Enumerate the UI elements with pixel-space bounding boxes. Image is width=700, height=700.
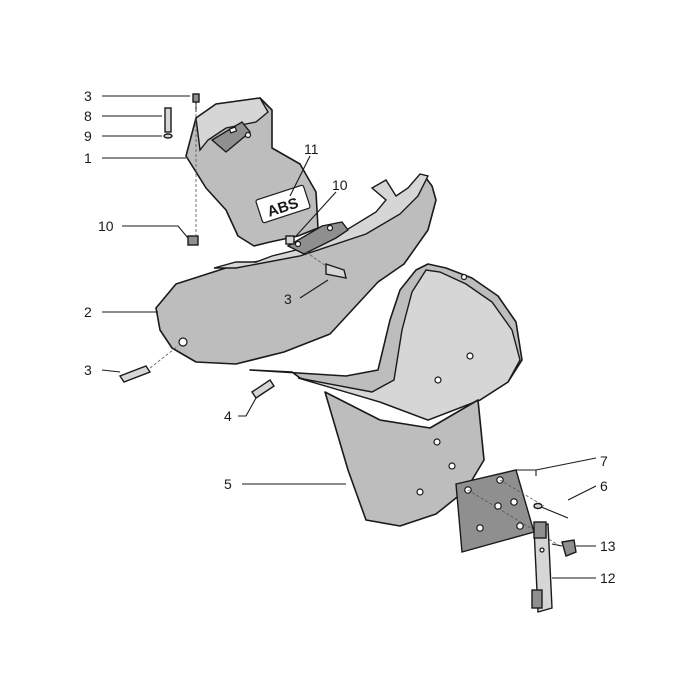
hardware-parts: [118, 93, 347, 399]
callout-12: 12: [600, 570, 616, 586]
callout-6: 6: [600, 478, 608, 494]
callout-3-left: 3: [84, 362, 92, 378]
handle-cover-part: [185, 97, 319, 247]
pin-part: [533, 502, 569, 519]
abs-badge: ABS: [255, 184, 311, 224]
leader-lines: [101, 95, 597, 579]
callout-1: 1: [84, 150, 92, 166]
callout-labels: 3 8 9 1 11 10 10 3 2 3 4 5 7 6 13 12: [84, 88, 616, 586]
callout-3-center: 3: [284, 291, 292, 307]
mudguard-part: [249, 263, 523, 527]
bracket-part: [531, 521, 553, 613]
callout-7: 7: [600, 453, 608, 469]
callout-10-left: 10: [98, 218, 114, 234]
callout-5: 5: [224, 476, 232, 492]
callout-8: 8: [84, 108, 92, 124]
plate-holder-part: [455, 469, 561, 553]
screw-part-13: [551, 539, 577, 557]
callout-2: 2: [84, 304, 92, 320]
callout-11: 11: [304, 141, 319, 157]
callout-4: 4: [224, 408, 232, 424]
callout-10-center: 10: [332, 177, 348, 193]
tail-panel-part: [155, 173, 437, 365]
callout-3-top: 3: [84, 88, 92, 104]
callout-9: 9: [84, 128, 92, 144]
callout-13: 13: [600, 538, 616, 554]
